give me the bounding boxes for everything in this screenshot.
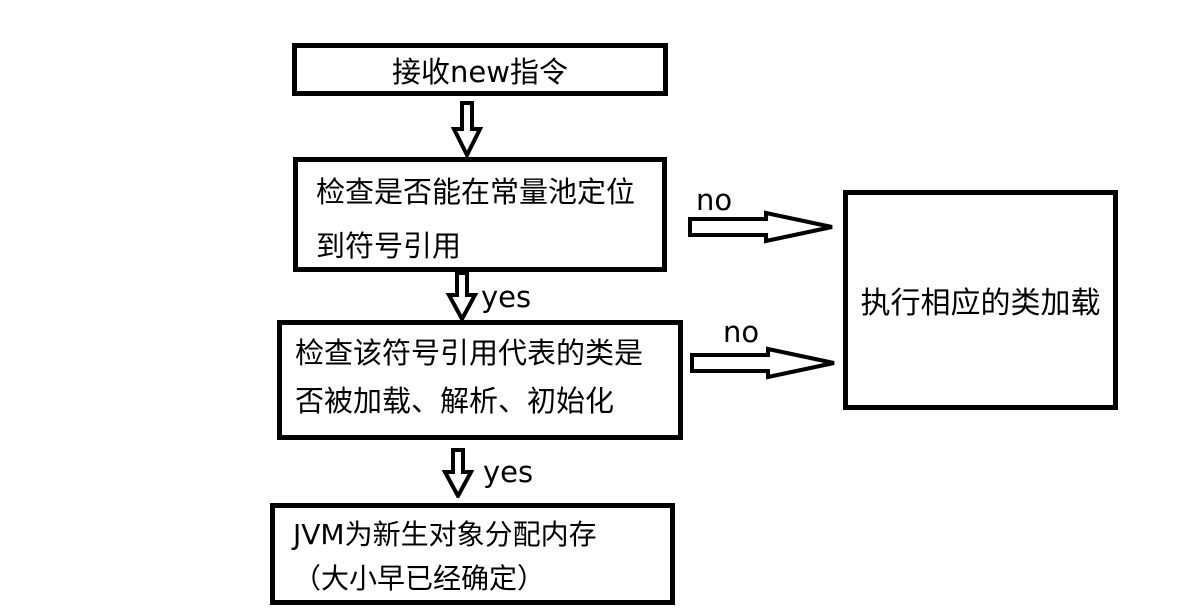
node-check-class-state-line2: 否被加载、解析、初始化 <box>295 384 615 418</box>
node-allocate-memory: JVM为新生对象分配内存 （大小早已经确定） <box>270 503 675 605</box>
down-arrow-icon <box>445 271 479 321</box>
right-arrow-icon <box>688 209 836 245</box>
node-check-class-state-line1: 检查该符号引用代表的类是 <box>295 336 644 370</box>
node-check-constant-pool: 检查是否能在常量池定位 到符号引用 <box>293 157 667 272</box>
node-allocate-memory-line2: （大小早已经确定） <box>293 562 546 595</box>
node-receive-new-instruction: 接收new指令 <box>292 43 668 96</box>
node-allocate-memory-line1: JVM为新生对象分配内存 <box>293 518 597 551</box>
node-receive-new-text: 接收new指令 <box>392 54 568 89</box>
node-check-class-state: 检查该符号引用代表的类是 否被加载、解析、初始化 <box>277 320 683 440</box>
down-arrow-icon <box>441 448 475 498</box>
node-class-loading: 执行相应的类加载 <box>843 190 1118 410</box>
edge-label-no-2: no <box>723 315 760 349</box>
edge-label-yes-1: yes <box>481 280 532 314</box>
down-arrow-icon <box>450 101 484 157</box>
edge-label-yes-2: yes <box>483 455 534 489</box>
edge-label-no-1: no <box>696 183 733 217</box>
node-check-constant-pool-line2: 到符号引用 <box>316 229 462 263</box>
node-class-loading-text: 执行相应的类加载 <box>860 286 1101 321</box>
right-arrow-icon <box>690 345 838 381</box>
node-check-constant-pool-line1: 检查是否能在常量池定位 <box>316 175 636 209</box>
